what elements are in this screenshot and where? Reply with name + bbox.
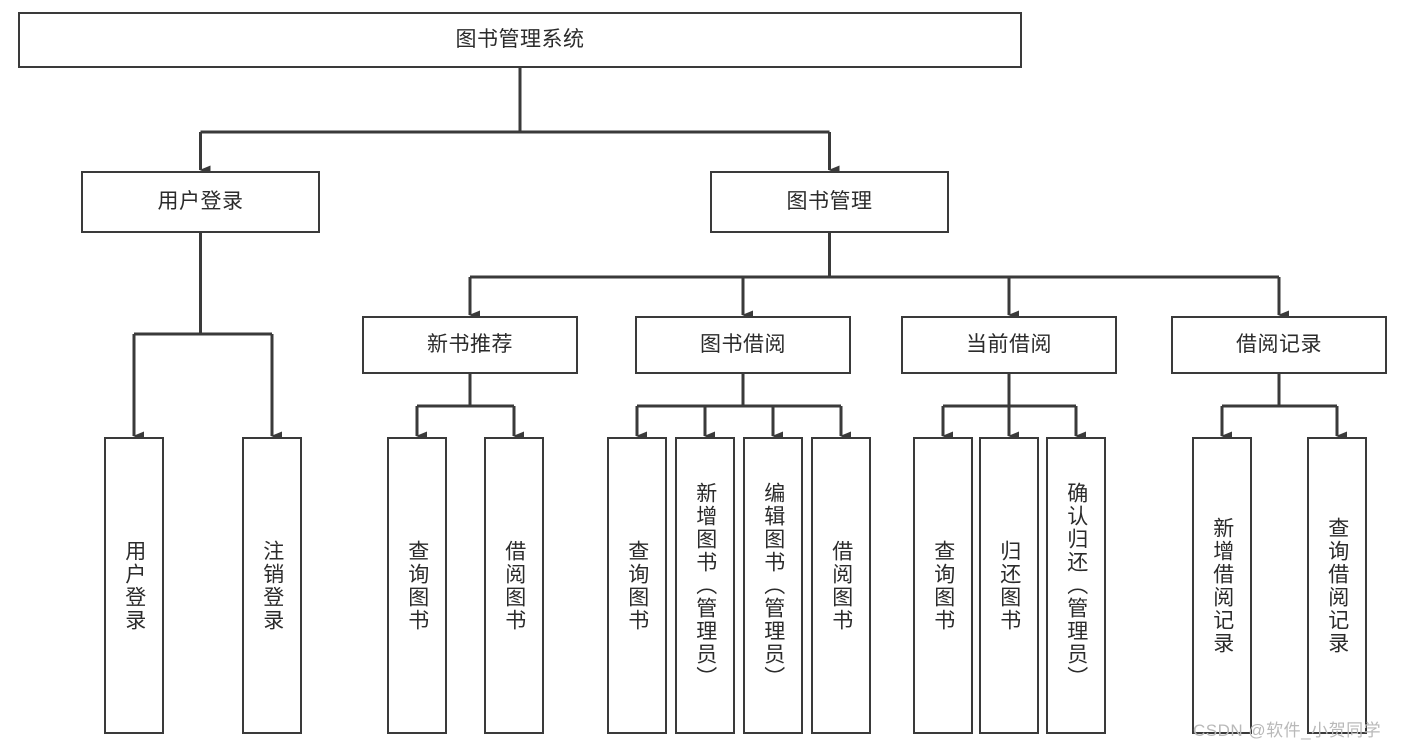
node-current[interactable]: 当前借阅	[901, 316, 1117, 374]
node-label-bo-add: 新增图书（管理员）	[693, 482, 717, 689]
node-label-rc-query: 查询借阅记录	[1325, 516, 1349, 655]
node-label-login: 用户登录	[157, 190, 244, 214]
node-label-newbook: 新书推荐	[427, 333, 513, 357]
node-label-bo-query: 查询图书	[625, 539, 649, 632]
node-bo-edit[interactable]: 编辑图书（管理员）	[743, 437, 803, 734]
node-label-records: 借阅记录	[1236, 333, 1322, 357]
node-label-login-in: 用户登录	[122, 539, 146, 632]
node-borrow[interactable]: 图书借阅	[635, 316, 851, 374]
node-cu-return[interactable]: 归还图书	[979, 437, 1039, 734]
node-records[interactable]: 借阅记录	[1171, 316, 1387, 374]
edge-layer	[132, 68, 1347, 441]
node-rc-query[interactable]: 查询借阅记录	[1307, 437, 1367, 734]
node-label-nb-borrow: 借阅图书	[502, 539, 526, 632]
node-bookmgmt[interactable]: 图书管理	[710, 171, 949, 233]
node-cu-confirm[interactable]: 确认归还（管理员）	[1046, 437, 1106, 734]
node-label-borrow: 图书借阅	[700, 333, 786, 357]
node-rc-add[interactable]: 新增借阅记录	[1192, 437, 1252, 734]
node-label-bookmgmt: 图书管理	[786, 190, 873, 214]
node-login-out[interactable]: 注销登录	[242, 437, 302, 734]
node-label-cu-confirm: 确认归还（管理员）	[1064, 482, 1088, 689]
node-bo-lend[interactable]: 借阅图书	[811, 437, 871, 734]
node-login-in[interactable]: 用户登录	[104, 437, 164, 734]
node-label-login-out: 注销登录	[260, 539, 284, 632]
node-label-cu-query: 查询图书	[931, 539, 955, 632]
node-label-root: 图书管理系统	[455, 28, 585, 52]
node-label-current: 当前借阅	[966, 333, 1052, 357]
node-nb-query[interactable]: 查询图书	[387, 437, 447, 734]
node-label-bo-lend: 借阅图书	[829, 539, 853, 632]
node-root[interactable]: 图书管理系统	[18, 12, 1022, 68]
node-login[interactable]: 用户登录	[81, 171, 320, 233]
node-label-bo-edit: 编辑图书（管理员）	[761, 482, 785, 689]
node-label-nb-query: 查询图书	[405, 539, 429, 632]
node-label-cu-return: 归还图书	[997, 539, 1021, 632]
node-cu-query[interactable]: 查询图书	[913, 437, 973, 734]
node-bo-query[interactable]: 查询图书	[607, 437, 667, 734]
node-label-rc-add: 新增借阅记录	[1210, 516, 1234, 655]
node-nb-borrow[interactable]: 借阅图书	[484, 437, 544, 734]
node-bo-add[interactable]: 新增图书（管理员）	[675, 437, 735, 734]
node-newbook[interactable]: 新书推荐	[362, 316, 578, 374]
